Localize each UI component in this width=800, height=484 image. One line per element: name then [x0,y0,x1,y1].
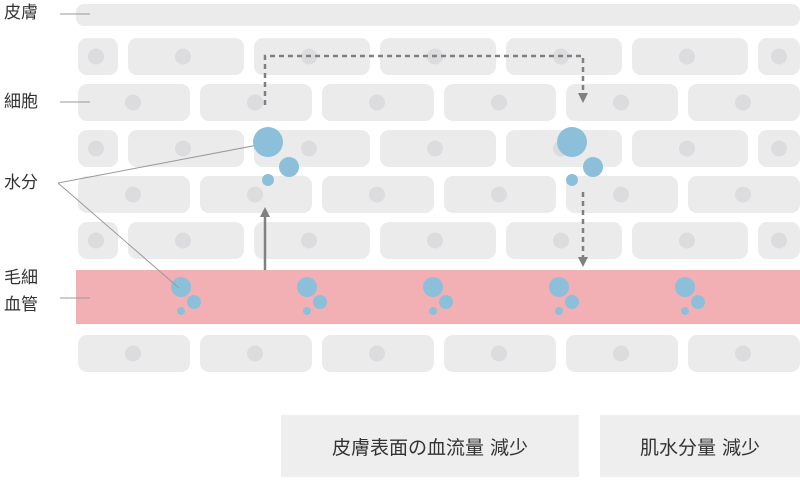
water-drop [423,277,443,297]
cell-nucleus [613,186,629,203]
cell-nucleus [88,232,104,249]
water-drops-left [253,127,299,186]
water-pointer-line-upper [57,144,259,184]
dashed-path-top [263,54,588,105]
cell-nucleus [735,186,751,203]
cell-nucleus [771,48,787,65]
water-drop [187,295,201,309]
cell-nucleus [247,186,263,203]
label-water: 水分 [4,173,38,193]
water-pointer-line-lower [57,182,180,289]
cell-nucleus [247,345,263,362]
water-drop [565,295,579,309]
water-drop [429,307,437,315]
cell-nucleus [369,186,385,203]
water-drop [313,295,327,309]
cell-nucleus [735,94,751,111]
cell-nucleus [175,140,191,157]
water-drop [691,295,705,309]
cell-nucleus [125,94,141,111]
water-drop [557,127,587,157]
cell-nucleus [427,232,443,249]
cell-nucleus [679,48,695,65]
cell-nucleus [771,140,787,157]
cell-nucleus [369,345,385,362]
water-drop [177,307,185,315]
cell-nucleus [175,48,191,65]
skin-surface [76,4,800,26]
cell-nucleus [679,232,695,249]
water-drop [262,174,274,186]
cell-nucleus [301,232,317,249]
cell-nucleus [613,345,629,362]
water-drop [566,174,578,186]
cell-nucleus [491,94,507,111]
cell-nucleus [88,48,104,65]
cell-nucleus [491,345,507,362]
cell-nucleus [125,345,141,362]
water-drop [681,307,689,315]
water-drops-right [557,127,603,186]
caption-blood-flow-decrease: 皮膚表面の血流量 減少 [281,415,579,477]
water-drop [555,307,563,315]
cell-nucleus [427,140,443,157]
water-drop [549,277,569,297]
label-cells: 細胞 [4,92,38,112]
cell-nucleus [553,232,569,249]
water-drop [439,295,453,309]
cell-nucleus [125,186,141,203]
water-drop [675,277,695,297]
label-skin: 皮膚 [4,3,38,23]
label-capillary-1: 毛細 [4,268,38,288]
cell-nucleus [613,94,629,111]
water-drop [303,307,311,315]
caption-skin-moisture-decrease: 肌水分量 減少 [600,415,800,477]
cell-nucleus [771,232,787,249]
cell-rows [78,38,800,372]
cell-nucleus [175,232,191,249]
label-capillary-2: 血管 [4,295,38,315]
water-drop [171,277,191,297]
cell-nucleus [369,94,385,111]
water-drop [253,127,283,157]
cell-nucleus [247,94,263,111]
cell-nucleus [88,140,104,157]
cell-nucleus [491,186,507,203]
water-drop [279,157,299,177]
vessel-water-drops [171,277,705,315]
cell-nucleus [679,140,695,157]
water-drop [297,277,317,297]
cell-nucleus [735,345,751,362]
cell-nucleus [301,140,317,157]
water-drop [583,157,603,177]
